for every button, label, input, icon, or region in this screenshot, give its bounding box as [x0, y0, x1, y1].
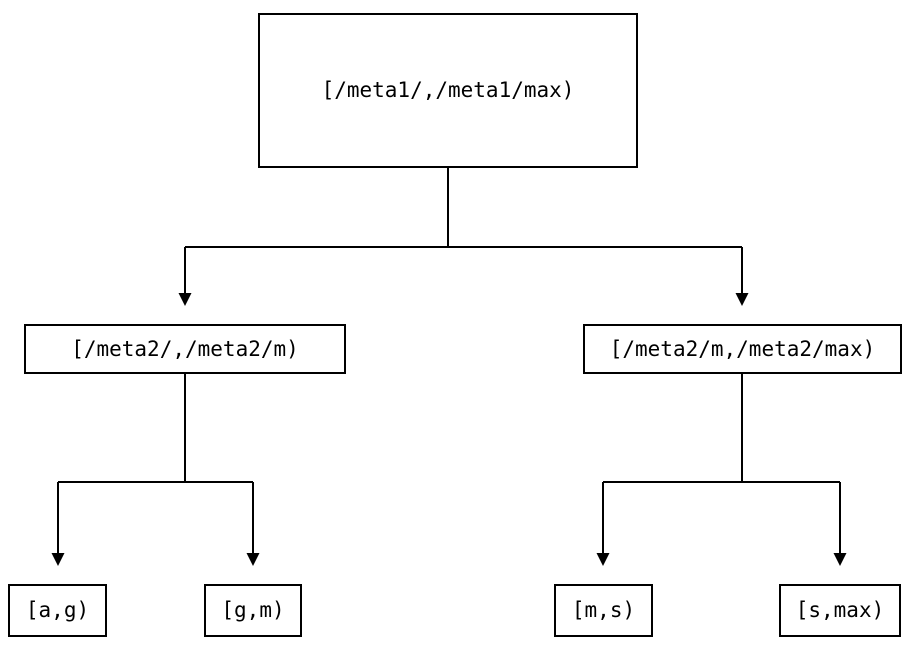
arrowhead-down-icon	[246, 553, 260, 566]
node-range-a-g: [a,g)	[8, 584, 107, 637]
edge-right-split	[602, 374, 841, 553]
node-label: [/meta2/m,/meta2/max)	[609, 336, 876, 361]
node-label: [m,s)	[571, 598, 636, 622]
arrowhead-down-icon	[51, 553, 65, 566]
node-label: [g,m)	[221, 598, 285, 622]
edge-root-split	[184, 168, 743, 293]
node-label: [s,max)	[795, 598, 885, 622]
node-label: [a,g)	[25, 598, 90, 622]
node-range-g-m: [g,m)	[204, 584, 302, 637]
node-label: [/meta1/,/meta1/max)	[321, 78, 575, 102]
arrowhead-down-icon	[178, 293, 192, 306]
node-label: [/meta2/,/meta2/m)	[71, 336, 299, 361]
arrowhead-down-icon	[596, 553, 610, 566]
node-meta2-upper-range: [/meta2/m,/meta2/max)	[583, 324, 902, 374]
node-range-m-s: [m,s)	[554, 584, 653, 637]
node-range-s-max: [s,max)	[779, 584, 901, 637]
node-meta2-lower-range: [/meta2/,/meta2/m)	[24, 324, 346, 374]
edge-left-split	[57, 374, 254, 553]
node-meta1-range: [/meta1/,/meta1/max)	[258, 13, 638, 168]
arrowhead-down-icon	[735, 293, 749, 306]
arrowhead-down-icon	[833, 553, 847, 566]
